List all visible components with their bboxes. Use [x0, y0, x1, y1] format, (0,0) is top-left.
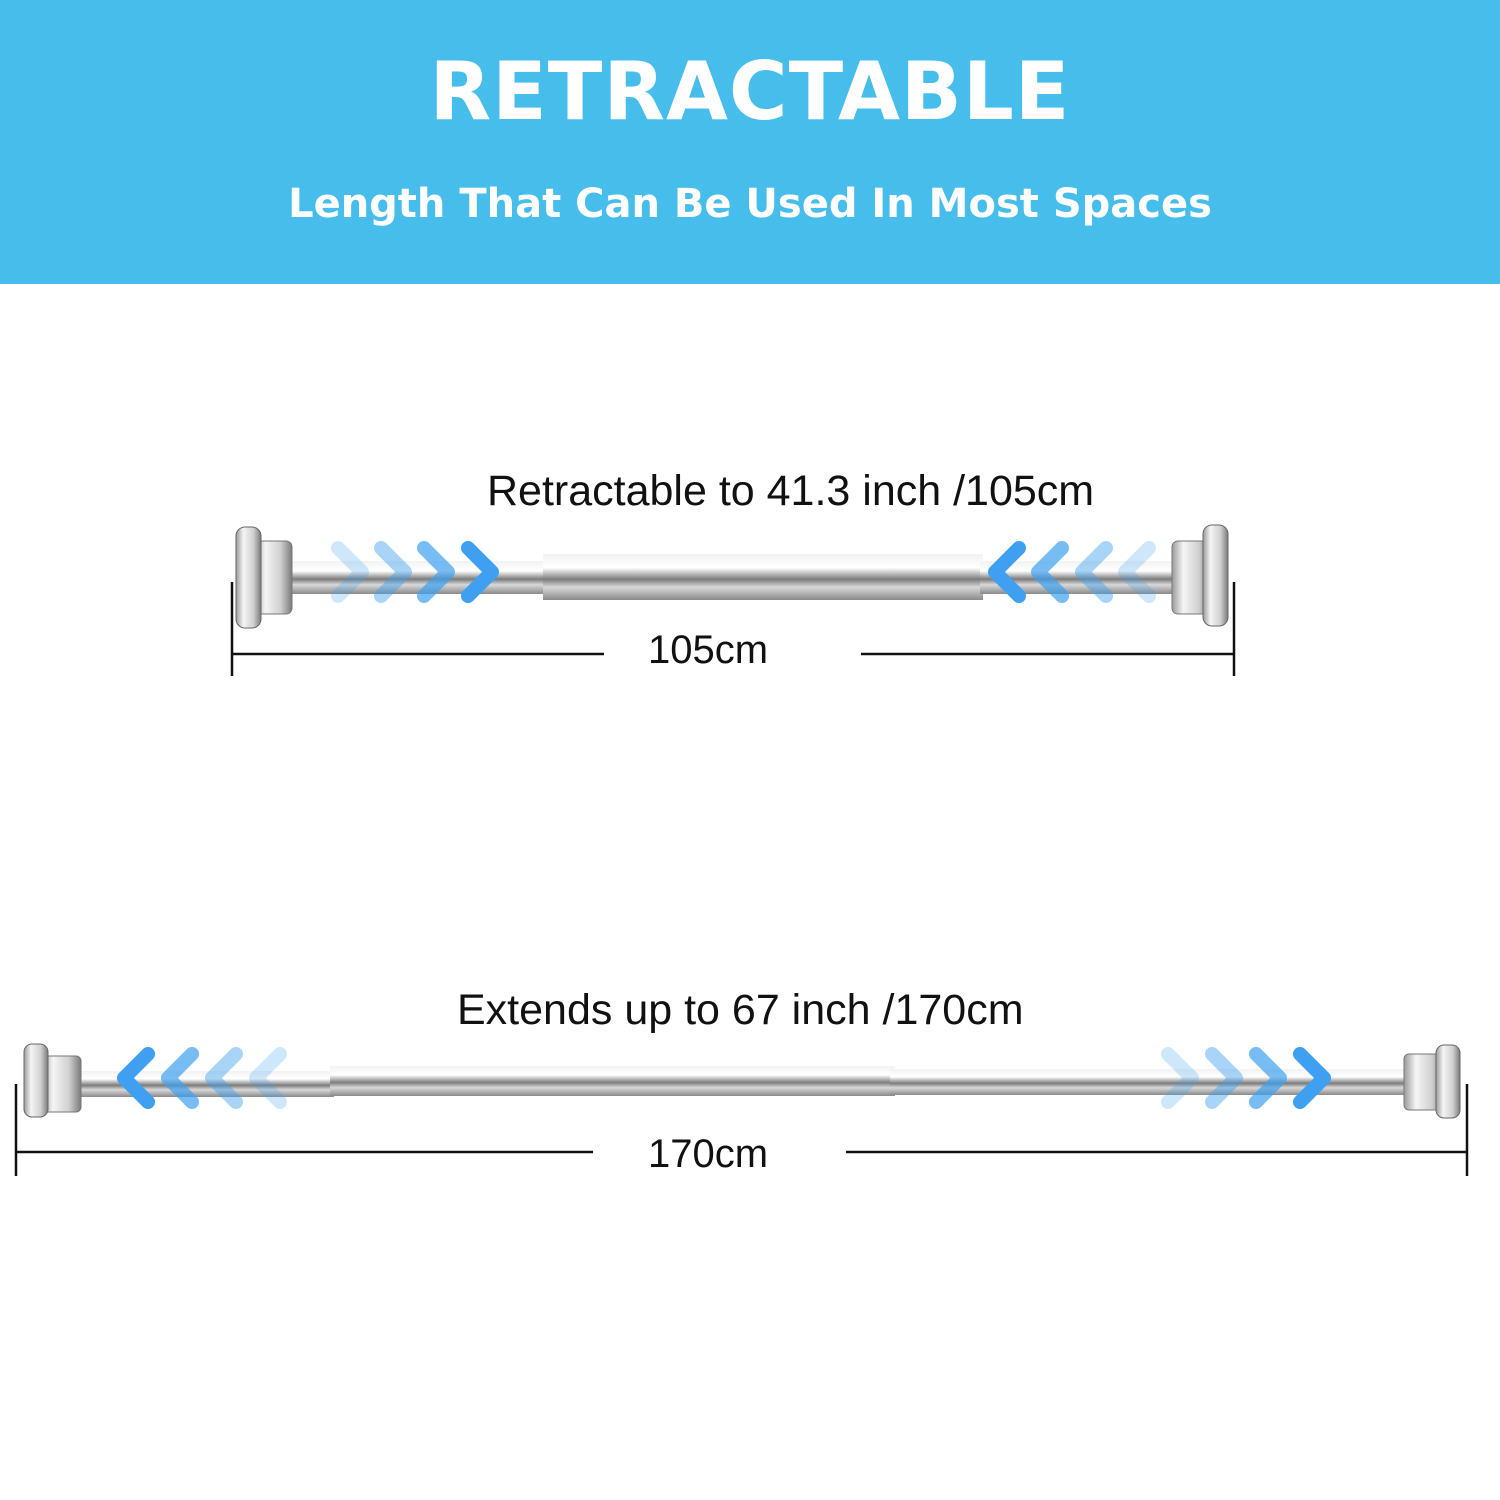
chevron-arrow-icon	[331, 541, 369, 603]
end-cap-left	[235, 526, 293, 629]
chevron-arrow-icon	[1205, 1047, 1243, 1109]
chevron-arrow-icon-group-right	[1161, 1047, 1331, 1109]
end-cap-right	[1171, 524, 1229, 627]
retracted-dimension-label: 105cm	[648, 628, 769, 672]
chevron-arrow-icon	[374, 541, 412, 603]
dimension-line-105	[230, 582, 1236, 676]
end-cap-left	[23, 1043, 82, 1118]
chevron-arrow-icon	[988, 541, 1026, 603]
chevron-arrow-icon	[161, 1047, 199, 1109]
chevron-arrow-icon	[1161, 1047, 1199, 1109]
chevron-arrow-icon	[117, 1047, 155, 1109]
banner-subtitle: Length That Can Be Used In Most Spaces	[288, 181, 1212, 227]
end-cap-right	[1403, 1044, 1461, 1119]
rod-inner-tube-right	[890, 1069, 1412, 1095]
chevron-arrow-icon	[1249, 1047, 1287, 1109]
extended-rod	[14, 1043, 1469, 1176]
rod-inner-tube-left	[285, 561, 545, 594]
extended-caption: Extends up to 67 inch /170cm	[457, 986, 1024, 1034]
rod-outer-tube	[543, 554, 983, 600]
chevron-arrow-icon	[461, 541, 499, 603]
banner-title: RETRACTABLE	[429, 45, 1071, 138]
chevron-arrow-icon	[1031, 541, 1069, 603]
extended-dimension-label: 170cm	[648, 1132, 769, 1176]
dimension-line-170	[14, 1084, 1469, 1176]
header-banner: RETRACTABLE Length That Can Be Used In M…	[0, 0, 1500, 284]
chevron-arrow-icon	[249, 1047, 287, 1109]
retracted-caption: Retractable to 41.3 inch /105cm	[487, 467, 1095, 515]
retracted-rod	[230, 524, 1236, 676]
chevron-arrow-icon	[1075, 541, 1113, 603]
chevron-arrow-icon	[1118, 541, 1156, 603]
chevron-arrow-icon-group-right	[988, 541, 1156, 603]
chevron-arrow-icon	[205, 1047, 243, 1109]
chevron-arrow-icon-group-left	[331, 541, 499, 603]
rod-inner-tube-left	[76, 1071, 334, 1097]
rod-outer-tube	[330, 1066, 895, 1096]
chevron-arrow-icon	[1293, 1047, 1331, 1109]
chevron-arrow-icon-group-left	[117, 1047, 287, 1109]
chevron-arrow-icon	[417, 541, 455, 603]
